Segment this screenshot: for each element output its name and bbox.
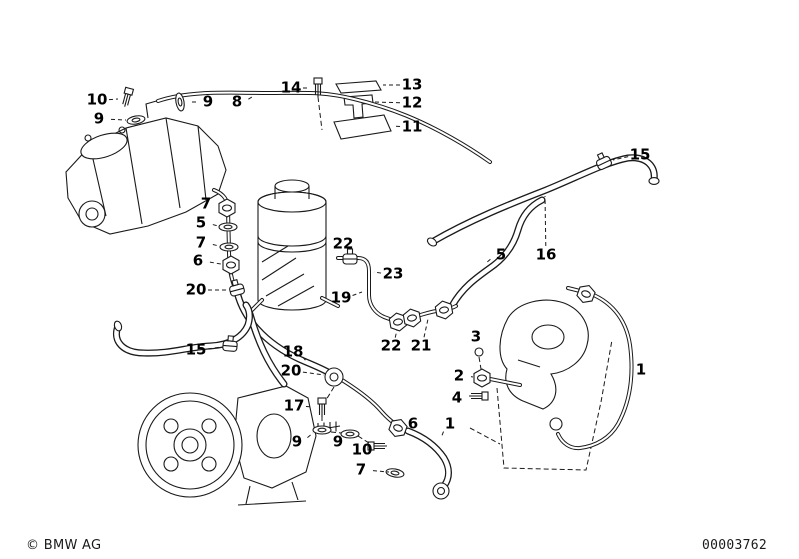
callout-3: 3 — [470, 327, 482, 346]
leader-line-7 — [372, 470, 390, 473]
hex-nut-icon — [574, 282, 598, 306]
callout-6: 6 — [192, 251, 204, 270]
leader-line-10 — [108, 98, 119, 101]
hoses-and-pipes — [113, 90, 660, 500]
bolt-icon — [468, 391, 489, 401]
callout-15: 15 — [629, 145, 651, 164]
leader-line-23 — [373, 271, 382, 274]
leader-line-19 — [352, 291, 363, 296]
bolt-icon — [120, 86, 135, 109]
callout-8: 8 — [231, 92, 243, 111]
hex-nut-icon — [218, 198, 236, 218]
callout-4: 4 — [451, 388, 463, 407]
callout-7: 7 — [195, 233, 207, 252]
washer-icon — [340, 429, 360, 439]
washer-icon — [312, 425, 332, 435]
bolt-icon — [317, 397, 327, 418]
callout-12: 12 — [401, 93, 423, 112]
callout-2: 2 — [453, 366, 465, 385]
leader-line-7 — [212, 243, 220, 247]
washer-icon — [384, 466, 406, 480]
leader-line-16 — [544, 195, 547, 247]
fittings — [120, 77, 614, 480]
leader-line-8 — [248, 96, 253, 100]
banjo-fitting-icon — [324, 367, 344, 387]
leader-line-5 — [485, 258, 491, 264]
leader-line-18 — [302, 356, 307, 362]
leader-lines — [108, 84, 629, 473]
hose-clamp-icon — [227, 277, 246, 298]
leader-line-1 — [440, 431, 444, 439]
leader-line-9 — [307, 432, 314, 438]
leader-line-22 — [394, 329, 398, 338]
callout-23: 23 — [382, 264, 404, 283]
bolt-icon — [313, 77, 323, 98]
hex-nut-icon — [222, 255, 240, 275]
callout-9: 9 — [202, 92, 214, 111]
callout-5: 5 — [495, 245, 507, 264]
callout-9: 9 — [332, 432, 344, 451]
leader-line-15 — [207, 346, 222, 350]
callout-13: 13 — [401, 75, 423, 94]
callout-7: 7 — [200, 194, 212, 213]
callout-10: 10 — [351, 440, 373, 459]
leader-line-15 — [612, 156, 629, 161]
washer-icon — [219, 242, 239, 252]
callout-22: 22 — [332, 234, 354, 253]
callout-19: 19 — [330, 288, 352, 307]
drawing-number: 00003762 — [701, 538, 767, 553]
callout-1: 1 — [444, 414, 456, 433]
leader-line-6 — [209, 261, 222, 265]
leader-line-12 — [374, 101, 401, 104]
callout-18: 18 — [282, 342, 304, 361]
mounting-bracket — [317, 80, 392, 140]
callout-17: 17 — [283, 396, 305, 415]
engine-block — [469, 299, 613, 471]
steering-gear — [65, 99, 227, 235]
callout-9: 9 — [93, 109, 105, 128]
leader-line-5 — [212, 224, 219, 227]
fluid-reservoir — [248, 179, 340, 314]
callout-5: 5 — [195, 213, 207, 232]
power-steering-pump — [137, 385, 341, 506]
copyright-text: © BMW AG — [26, 538, 102, 553]
plug-icon — [474, 347, 484, 357]
callout-1: 1 — [635, 360, 647, 379]
leader-line-21 — [423, 318, 429, 338]
leader-line-9 — [110, 118, 127, 121]
callout-7: 7 — [355, 460, 367, 479]
callout-14: 14 — [280, 78, 302, 97]
leader-line-17 — [305, 405, 314, 408]
callout-22: 22 — [380, 336, 402, 355]
washer-icon — [218, 222, 238, 232]
hex-nut-icon — [473, 368, 491, 388]
callout-21: 21 — [410, 336, 432, 355]
callout-20: 20 — [280, 361, 302, 380]
callout-20: 20 — [185, 280, 207, 299]
callout-9: 9 — [291, 432, 303, 451]
callout-15: 15 — [185, 340, 207, 359]
callout-10: 10 — [86, 90, 108, 109]
callout-6: 6 — [407, 414, 419, 433]
callout-16: 16 — [535, 245, 557, 264]
callout-11: 11 — [401, 117, 423, 136]
leader-line-11 — [392, 125, 401, 128]
leader-line-20 — [302, 371, 325, 376]
